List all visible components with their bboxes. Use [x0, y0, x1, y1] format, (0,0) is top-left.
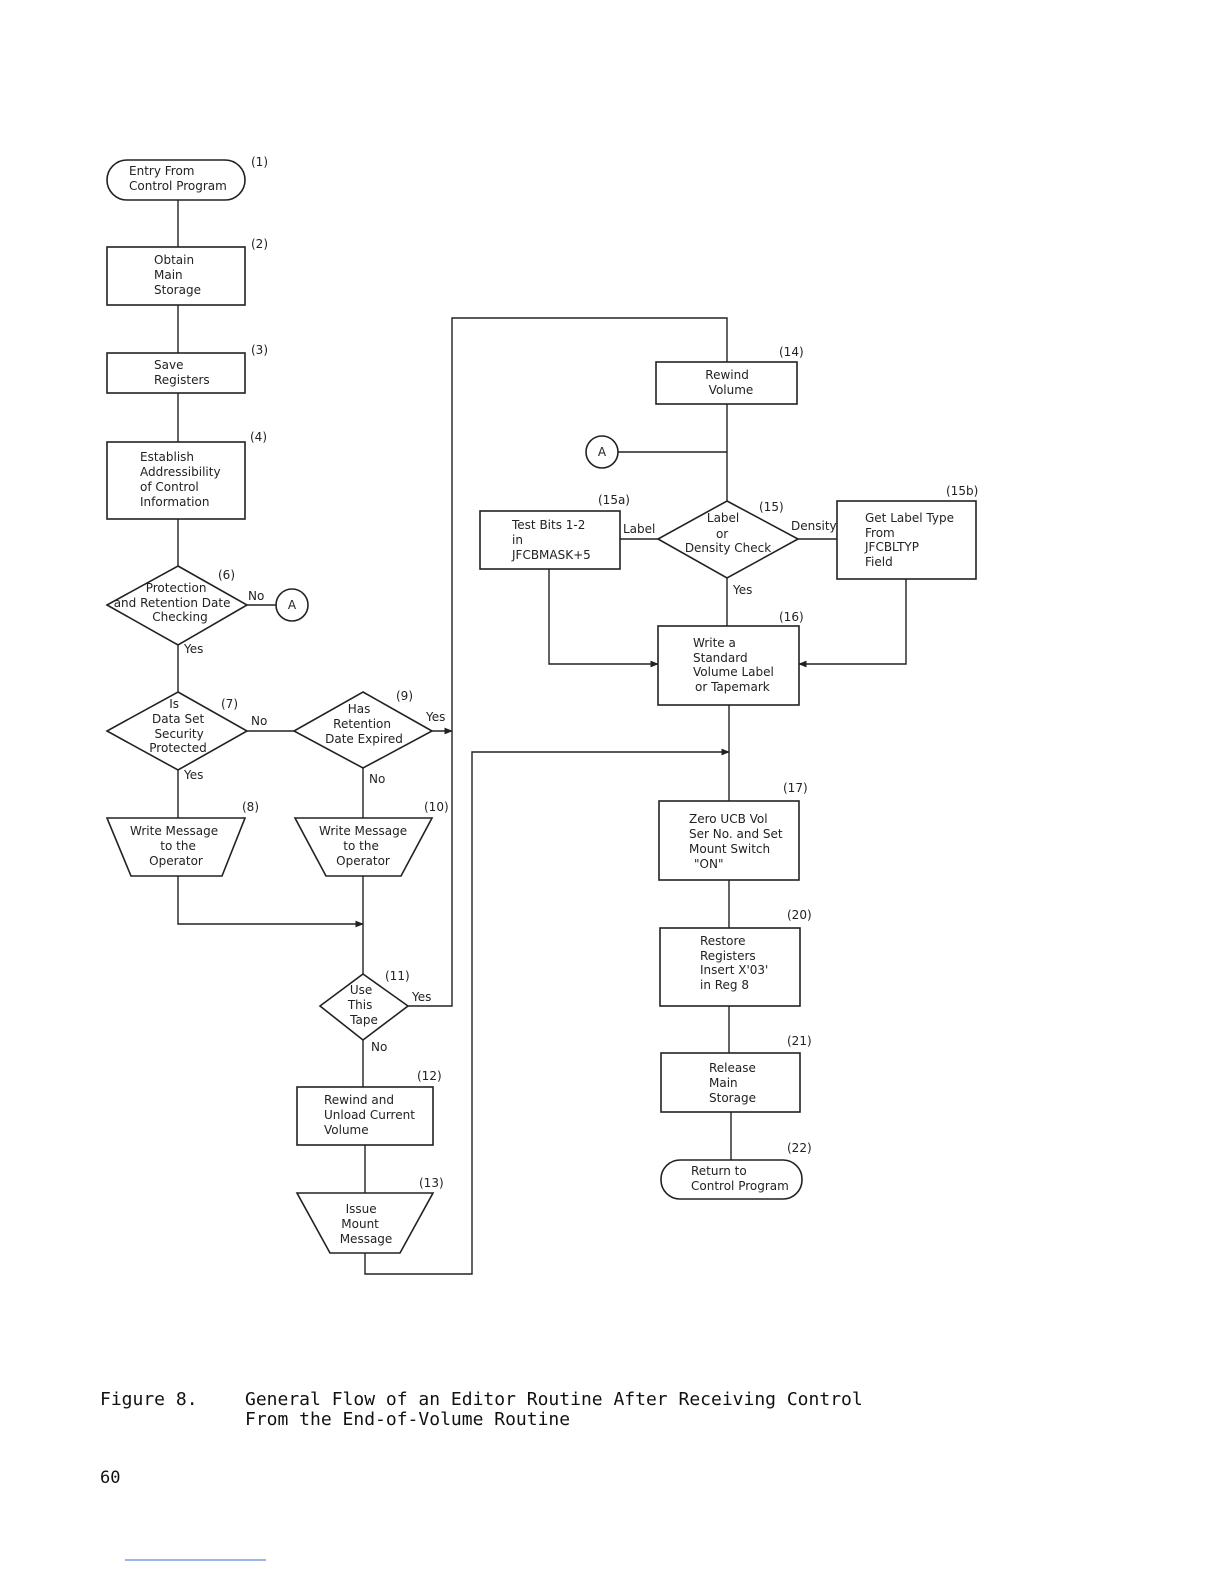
node-6-label: Protection and Retention Date Checking: [114, 581, 235, 624]
node-20-number: (20): [787, 908, 812, 922]
process-save-registers: [106, 352, 246, 394]
manual-write-message-10: [293, 817, 434, 877]
node-10-label: Write Message to the Operator: [319, 824, 411, 868]
decision-label-or-density: [656, 500, 800, 579]
decision-use-this-tape: [318, 973, 410, 1042]
node-16-label: Write a Standard Volume Label or Tapemar…: [693, 636, 778, 694]
node-8-number: (8): [242, 800, 259, 814]
edge-label-15-label: Label: [623, 522, 655, 536]
edge-8-11: [177, 876, 364, 928]
node-22-number: (22): [787, 1141, 812, 1155]
process-test-bits: [479, 510, 621, 570]
edge-label-15-yes: Yes: [732, 583, 752, 597]
edge-label-11-yes: Yes: [411, 990, 431, 1004]
node-4-number: (4): [250, 430, 267, 444]
connector-a-right-label: A: [598, 445, 607, 459]
manual-issue-mount-message: [295, 1192, 435, 1254]
process-establish-addressibility: [106, 441, 246, 520]
node-15a-label: Test Bits 1-2 in JFCBMASK+5: [511, 518, 591, 562]
node-12-number: (12): [417, 1069, 442, 1083]
process-obtain-main-storage: [106, 246, 246, 306]
node-9-label: Has Retention Date Expired: [325, 702, 403, 746]
edge-15a-16: [548, 569, 659, 668]
connector-a-right: [585, 435, 619, 469]
flow-lines: [177, 200, 907, 1275]
edge-label-11-no: No: [371, 1040, 387, 1054]
edge-11-yes-14: [408, 317, 728, 1007]
node-21-number: (21): [787, 1034, 812, 1048]
decision-retention-expired: [292, 691, 434, 769]
process-rewind-unload: [296, 1086, 434, 1146]
node-13-number: (13): [419, 1176, 444, 1190]
node-7-label: Is Data Set Security Protected: [149, 697, 208, 755]
process-restore-registers: [659, 927, 801, 1007]
node-15b-label: Get Label Type From JFCBLTYP Field: [864, 511, 958, 569]
node-8-label: Write Message to the Operator: [130, 824, 222, 868]
node-15a-number: (15a): [598, 493, 630, 507]
page-number: 60: [100, 1468, 120, 1488]
node-16-number: (16): [779, 610, 804, 624]
process-release-main-storage: [660, 1052, 801, 1113]
node-15-number: (15): [759, 500, 784, 514]
figure-caption-line2: From the End-of-Volume Routine: [245, 1409, 570, 1430]
edge-label-7-no: No: [251, 714, 267, 728]
node-3-label: Save Registers: [154, 358, 210, 387]
node-9-number: (9): [396, 689, 413, 703]
node-2-number: (2): [251, 237, 268, 251]
process-get-label-type: [836, 500, 977, 580]
figure-caption-label: Figure 8.: [100, 1389, 198, 1410]
node-17-label: Zero UCB Vol Ser No. and Set Mount Switc…: [689, 812, 786, 871]
figure-caption-line1: General Flow of an Editor Routine After …: [245, 1389, 863, 1410]
node-11-number: (11): [385, 969, 410, 983]
manual-write-message-8: [105, 817, 247, 877]
node-10-number: (10): [424, 800, 449, 814]
process-write-volume-label: [657, 625, 800, 706]
edge-label-7-yes: Yes: [183, 768, 203, 782]
process-zero-ucb: [658, 800, 800, 881]
edge-label-15-density: Density: [791, 519, 837, 533]
node-7-number: (7): [221, 697, 238, 711]
edge-label-6-yes: Yes: [183, 642, 203, 656]
node-22-label: Return to Control Program: [691, 1164, 789, 1193]
terminal-entry: [106, 159, 246, 201]
node-15b-number: (15b): [946, 484, 978, 498]
node-14-label: Rewind Volume: [705, 368, 753, 397]
edge-15b-16: [798, 579, 907, 668]
edge-label-6-no: No: [248, 589, 264, 603]
connector-a-left: [275, 588, 309, 622]
node-11-label: Use This Tape: [347, 983, 378, 1027]
node-1-number: (1): [251, 155, 268, 169]
connector-a-left-label: A: [288, 598, 297, 612]
edge-13-17: [364, 748, 730, 1275]
node-14-number: (14): [779, 345, 804, 359]
node-17-number: (17): [783, 781, 808, 795]
node-15-label: Label or Density Check: [685, 511, 771, 555]
node-3-number: (3): [251, 343, 268, 357]
edge-label-9-yes: Yes: [425, 710, 445, 724]
node-6-number: (6): [218, 568, 235, 582]
node-12-label: Rewind and Unload Current Volume: [324, 1093, 419, 1137]
node-4-label: Establish Addressibility of Control Info…: [140, 450, 224, 509]
node-13-label: Issue Mount Message: [340, 1202, 393, 1246]
node-2-label: Obtain Main Storage: [154, 253, 201, 297]
terminal-return: [660, 1159, 803, 1200]
node-20-label: Restore Registers Insert X'03' in Reg 8: [700, 934, 772, 992]
edge-label-9-no: No: [369, 772, 385, 786]
decision-security-protected: [105, 691, 249, 771]
process-rewind-volume: [655, 361, 798, 405]
node-1-label: Entry From Control Program: [129, 164, 227, 193]
decision-protection-retention: [105, 565, 249, 646]
node-21-label: Release Main Storage: [709, 1061, 760, 1105]
